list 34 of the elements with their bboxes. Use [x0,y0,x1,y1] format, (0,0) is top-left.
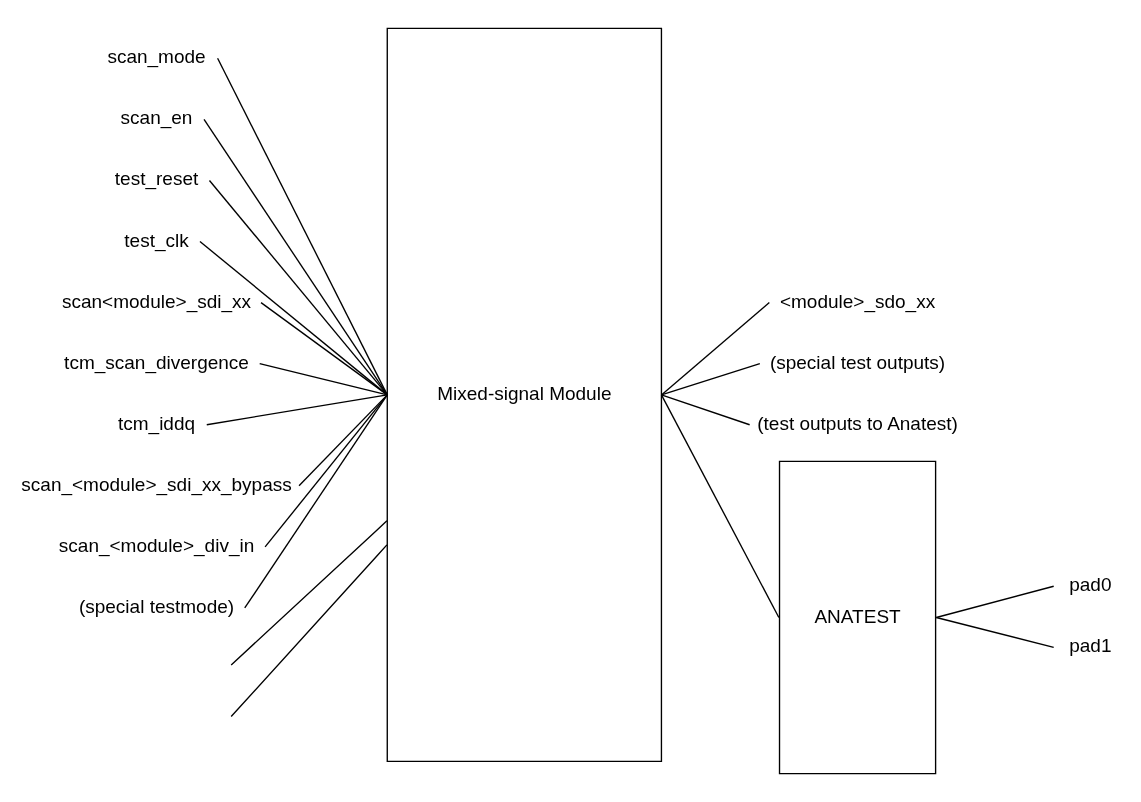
node-text: test_clk [124,229,189,251]
connector [935,585,1055,619]
connector [230,544,388,718]
node-text: scan_mode [107,46,206,68]
node-text: (test outputs to Anatest) [757,412,958,434]
node-text: <module>_sdo_xx [779,290,936,312]
connector [216,57,388,396]
node-text: scan<module>_sdi_xx [61,290,252,312]
connector [199,240,388,396]
node-text: test_reset [114,168,199,190]
node-text: (special test outputs) [769,351,946,373]
node-text: (special testmode) [78,596,235,618]
connector [203,118,388,396]
connector [660,363,761,396]
connector [660,394,780,619]
node-box: ANATEST [778,460,937,775]
connector [660,301,770,396]
connector [660,394,751,426]
connector [206,394,388,426]
node-text: scan_<module>_div_in [58,534,255,556]
node-text: scan_en [120,107,193,129]
connector [244,394,388,609]
node-text: pad0 [1069,574,1112,596]
connector [260,301,388,396]
node-box: Mixed-signal Module [386,27,663,763]
connector [264,394,388,548]
node-text: tcm_iddq [117,412,196,434]
connector [208,179,388,396]
connector [935,616,1055,648]
node-text: scan_<module>_sdi_xx_bypass [21,473,292,495]
node-text: pad1 [1069,635,1112,657]
node-text: tcm_scan_divergence [64,351,249,373]
connector [230,520,388,666]
connector [259,363,388,396]
